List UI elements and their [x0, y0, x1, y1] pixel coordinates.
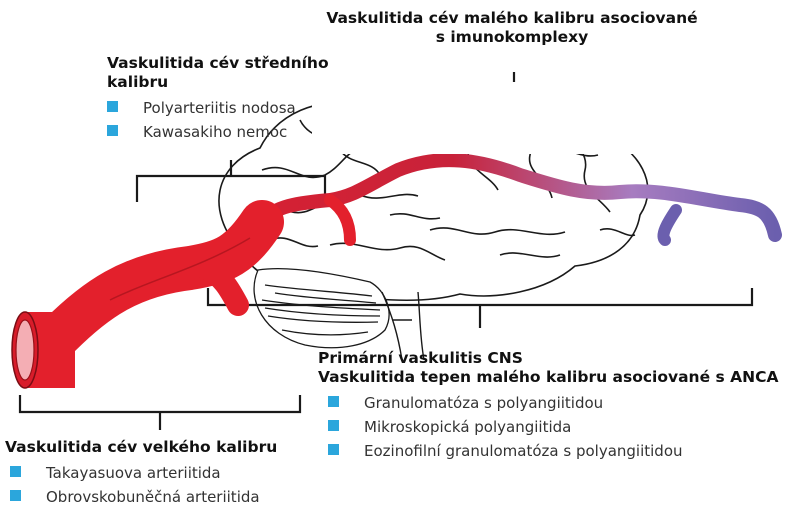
square-bullet-icon — [107, 101, 118, 112]
large-heading: Vaskulitida cév velkého kalibru — [5, 438, 315, 457]
list-item: Takayasuova arteriitida — [10, 461, 315, 485]
cns-anca-label: Primární vaskulitis CNS Vaskulitida tepe… — [318, 349, 808, 463]
list-item: Polyarteriitis nodosa — [107, 96, 347, 120]
square-bullet-icon — [328, 396, 339, 407]
cerebellum-drawing — [254, 269, 389, 348]
list-item: Eozinofilní granulomatóza s polyangiitid… — [328, 439, 808, 463]
large-vessel-label: Vaskulitida cév velkého kalibru Takayasu… — [5, 438, 315, 509]
list-item: Obrovskobuněčná arteriitida — [10, 485, 315, 509]
medium-heading-2: kalibru — [107, 73, 347, 92]
small-immune-heading-2: s imunokomplexy — [292, 28, 732, 47]
label-backdrop — [312, 82, 728, 154]
list-item: Mikroskopická polyangiitida — [328, 415, 808, 439]
list-item: Kawasakiho nemoc — [107, 120, 347, 144]
aorta-tube — [12, 312, 75, 388]
square-bullet-icon — [328, 420, 339, 431]
anca-heading: Vaskulitida tepen malého kalibru asociov… — [318, 368, 808, 387]
square-bullet-icon — [107, 125, 118, 136]
square-bullet-icon — [328, 444, 339, 455]
list-item: Granulomatóza s polyangiitidou — [328, 391, 808, 415]
cns-heading: Primární vaskulitis CNS — [318, 349, 808, 368]
medium-vessel-label: Vaskulitida cév středního kalibru Polyar… — [107, 54, 347, 144]
square-bullet-icon — [10, 466, 21, 477]
small-immune-heading-1: Vaskulitida cév malého kalibru asociovan… — [292, 9, 732, 28]
small-immune-label: Vaskulitida cév malého kalibru asociovan… — [292, 9, 732, 47]
square-bullet-icon — [10, 490, 21, 501]
medium-heading-1: Vaskulitida cév středního — [107, 54, 347, 73]
